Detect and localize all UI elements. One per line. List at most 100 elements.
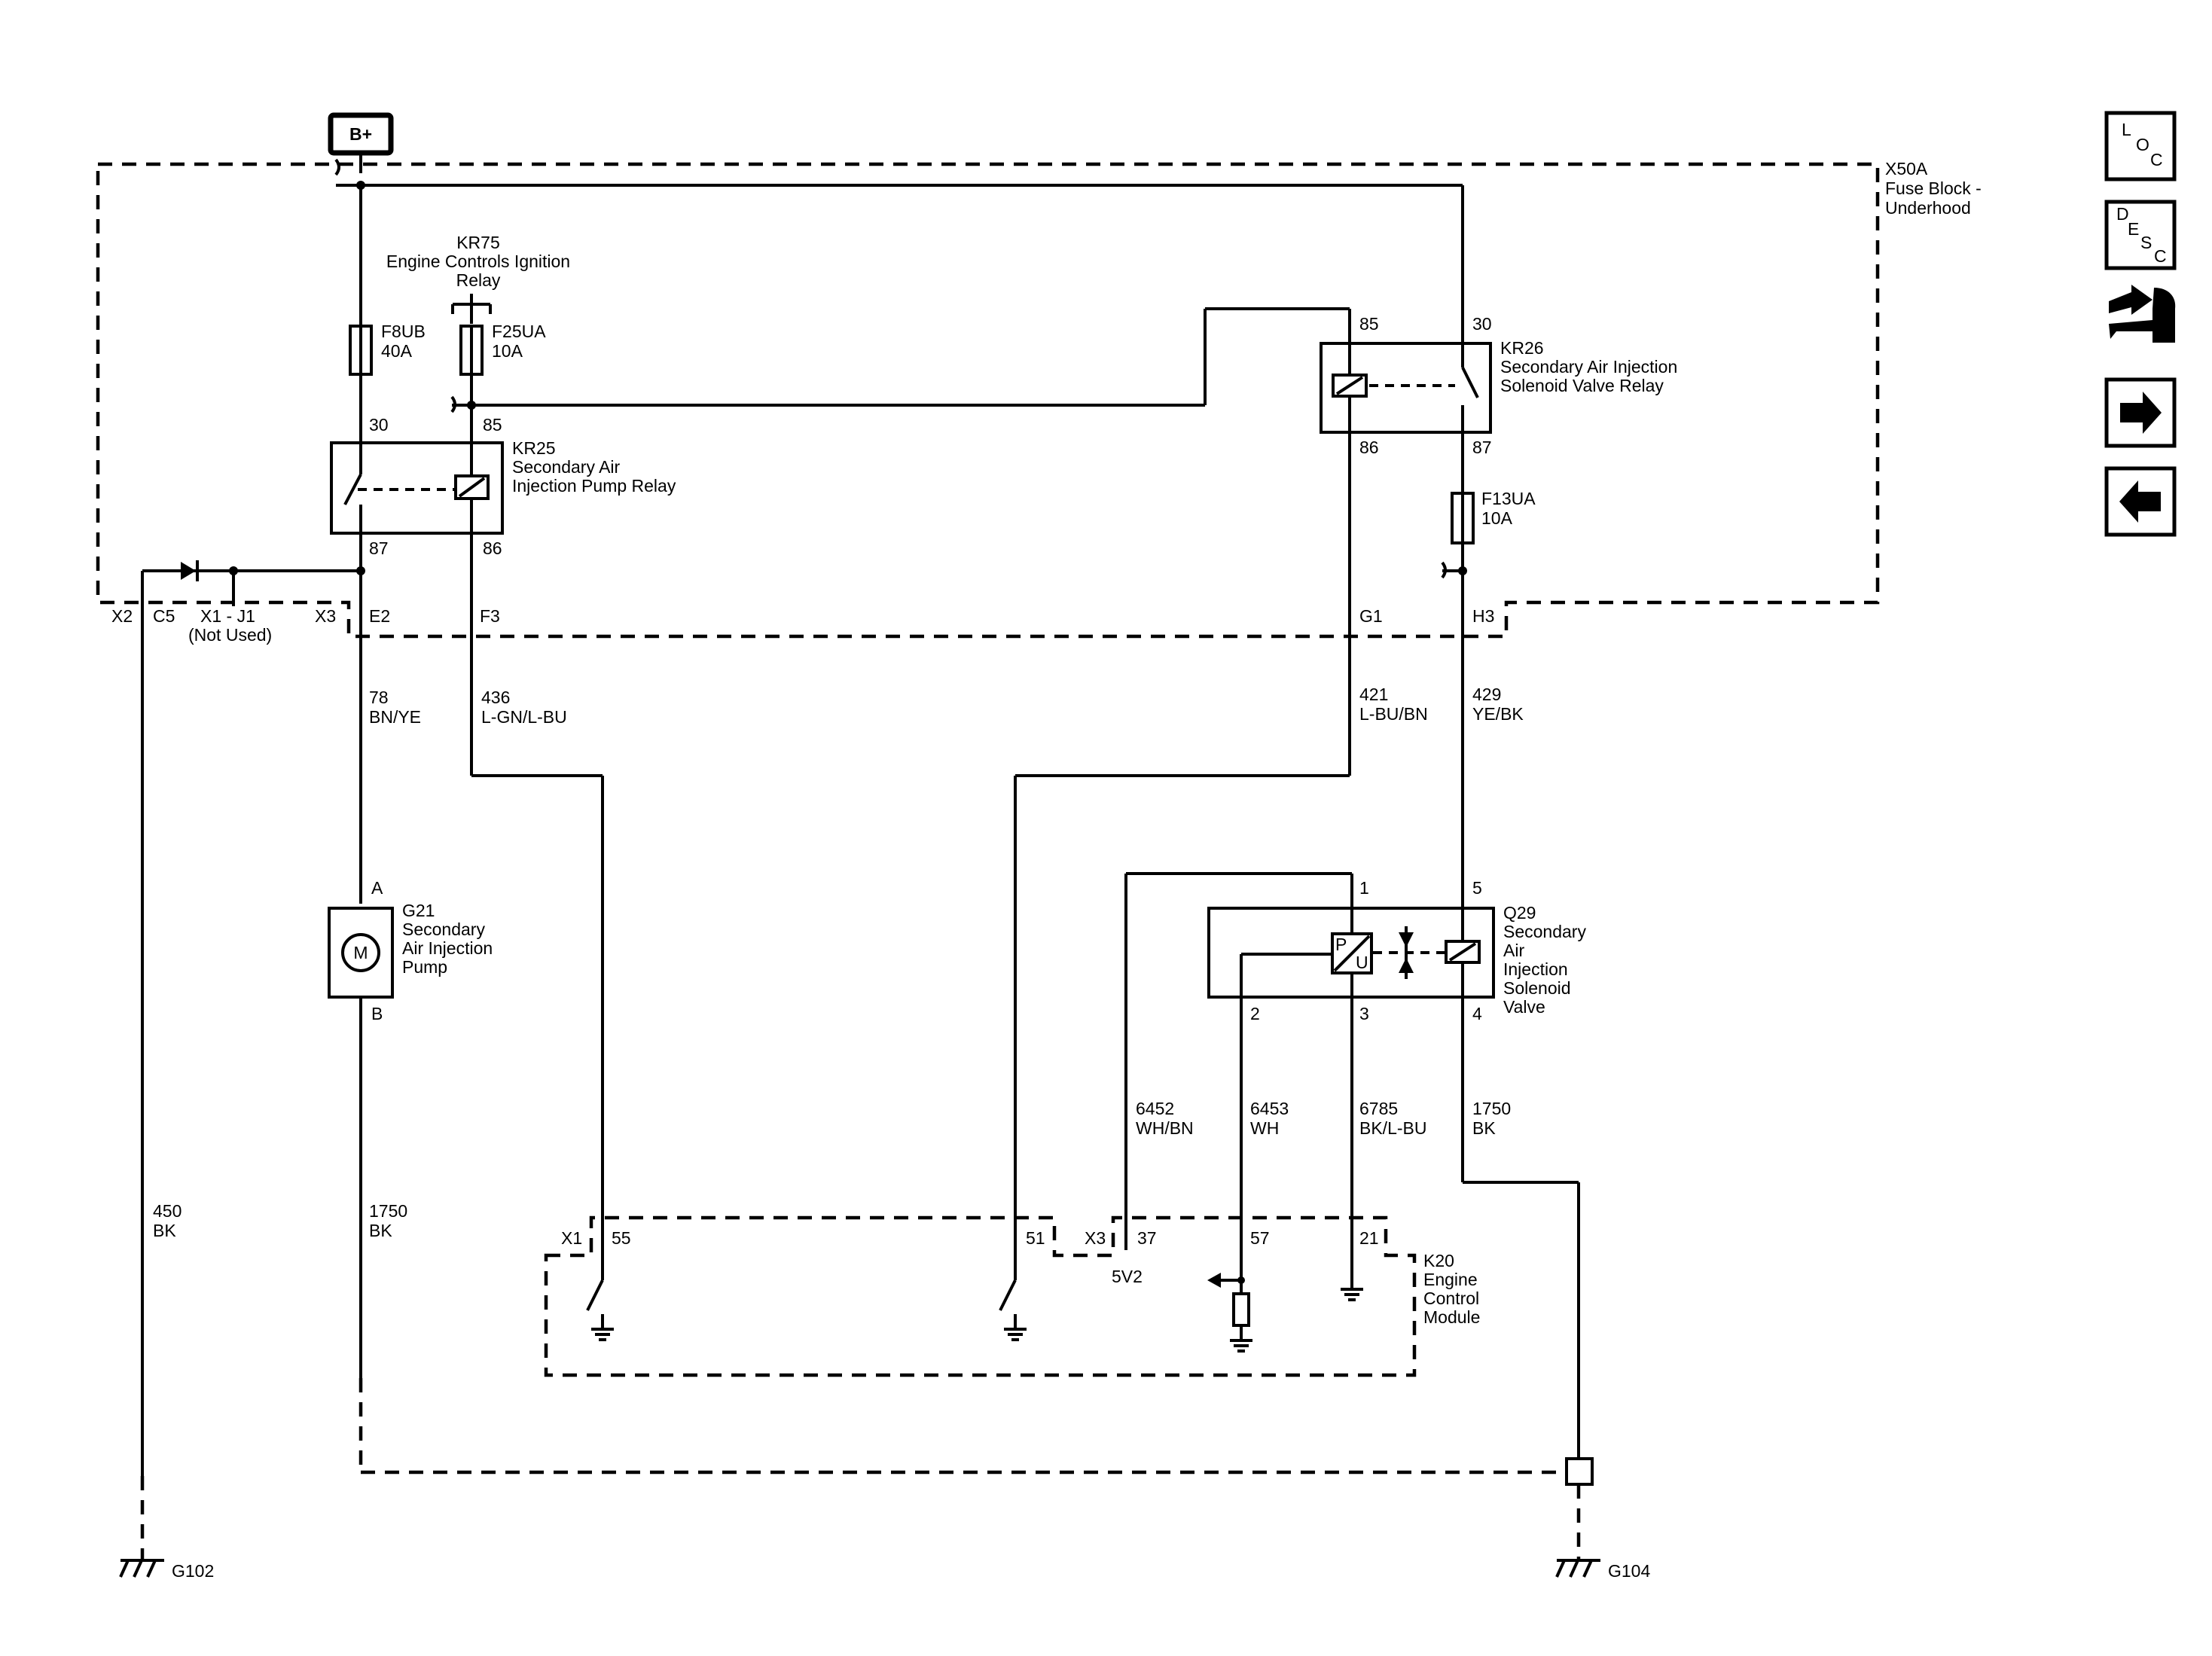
- svg-text:WH/BN: WH/BN: [1136, 1118, 1194, 1138]
- svg-text:21: 21: [1359, 1228, 1379, 1248]
- svg-text:429: 429: [1472, 685, 1501, 704]
- svg-text:C: C: [2150, 150, 2163, 169]
- svg-text:6452: 6452: [1136, 1099, 1174, 1118]
- svg-text:78: 78: [369, 688, 389, 707]
- svg-text:86: 86: [483, 538, 502, 558]
- description-button[interactable]: D E S C: [2104, 200, 2177, 270]
- ecm-internals: [586, 1235, 1363, 1353]
- svg-text:X2: X2: [111, 606, 133, 626]
- svg-text:KR25: KR25: [512, 438, 556, 458]
- svg-text:86: 86: [1359, 438, 1379, 457]
- fuse-block-name-1: Fuse Block -: [1885, 178, 1982, 198]
- wire-labels-lower: 6452 WH/BN 6453 WH 6785 BK/L-BU 1750 BK …: [153, 1099, 1511, 1240]
- svg-text:X3: X3: [1085, 1228, 1106, 1248]
- svg-text:X3: X3: [315, 606, 336, 626]
- svg-text:C5: C5: [153, 606, 175, 626]
- svg-text:6785: 6785: [1359, 1099, 1398, 1118]
- svg-text:Injection: Injection: [1503, 959, 1568, 979]
- svg-text:F13UA: F13UA: [1481, 489, 1536, 508]
- svg-text:421: 421: [1359, 685, 1388, 704]
- svg-text:Secondary: Secondary: [402, 919, 485, 939]
- diode-x2: [141, 560, 365, 1476]
- svg-text:U: U: [1356, 953, 1368, 972]
- svg-text:YE/BK: YE/BK: [1472, 704, 1524, 724]
- svg-text:85: 85: [1359, 314, 1379, 334]
- arrow-right-icon[interactable]: [2104, 377, 2177, 448]
- svg-text:Engine Controls Ignition: Engine Controls Ignition: [386, 252, 570, 271]
- svg-text:G1: G1: [1359, 606, 1383, 626]
- svg-text:(Not Used): (Not Used): [188, 625, 272, 645]
- svg-text:KR75: KR75: [456, 233, 500, 252]
- svg-text:30: 30: [369, 415, 389, 435]
- svg-text:10A: 10A: [1481, 508, 1513, 528]
- svg-text:G102: G102: [172, 1561, 214, 1581]
- svg-text:E: E: [2128, 219, 2139, 239]
- svg-text:P: P: [1335, 935, 1347, 954]
- svg-text:Module: Module: [1423, 1307, 1480, 1327]
- svg-text:Q29: Q29: [1503, 903, 1536, 923]
- svg-text:D: D: [2116, 204, 2129, 224]
- svg-text:F8UB: F8UB: [381, 322, 426, 341]
- battery-positive-source: B+: [328, 112, 394, 156]
- svg-text:450: 450: [153, 1201, 182, 1221]
- svg-text:51: 51: [1026, 1228, 1045, 1248]
- svg-text:87: 87: [1472, 438, 1492, 457]
- svg-text:1: 1: [1359, 878, 1369, 898]
- fuse-f8ub: F8UB 40A: [349, 322, 426, 376]
- svg-text:B+: B+: [349, 124, 372, 144]
- svg-text:Engine: Engine: [1423, 1270, 1478, 1289]
- svg-text:Pump: Pump: [402, 957, 447, 977]
- svg-text:Solenoid: Solenoid: [1503, 978, 1571, 998]
- svg-text:C: C: [2154, 246, 2167, 266]
- svg-text:S: S: [2140, 233, 2152, 252]
- relay-kr75-terminal: [451, 294, 492, 324]
- svg-text:G21: G21: [402, 901, 435, 920]
- svg-text:BK/L-BU: BK/L-BU: [1359, 1118, 1426, 1138]
- svg-text:E2: E2: [369, 606, 390, 626]
- svg-text:3: 3: [1359, 1004, 1369, 1023]
- svg-text:30: 30: [1472, 314, 1492, 334]
- fuse-block-name-2: Underhood: [1885, 198, 1971, 218]
- connector-wiring-icon[interactable]: [2109, 285, 2176, 343]
- svg-text:Solenoid Valve Relay: Solenoid Valve Relay: [1500, 376, 1664, 395]
- fuse-block-enclosure: X50A Fuse Block - Underhood: [96, 159, 1982, 639]
- arrow-left-icon[interactable]: [2104, 466, 2177, 537]
- svg-text:KR26: KR26: [1500, 338, 1544, 358]
- svg-text:5V2: 5V2: [1112, 1267, 1143, 1286]
- svg-text:WH: WH: [1250, 1118, 1279, 1138]
- svg-text:X1: X1: [561, 1228, 582, 1248]
- fuse-block-ref: X50A: [1885, 159, 1928, 178]
- engine-control-module: X1 55 51 X3 37 57 21 5V2 K20 Engine Cont…: [544, 1215, 1480, 1377]
- air-injection-pump: A M G21 Secondary Air Injection Pump B: [328, 878, 493, 1023]
- svg-text:BK: BK: [1472, 1118, 1496, 1138]
- ground-g102: G102: [119, 1559, 214, 1581]
- svg-text:F3: F3: [480, 606, 500, 626]
- svg-text:X1 - J1: X1 - J1: [200, 606, 255, 626]
- svg-text:G104: G104: [1608, 1561, 1650, 1581]
- svg-text:Secondary Air Injection: Secondary Air Injection: [1500, 357, 1677, 377]
- svg-text:Secondary: Secondary: [1503, 922, 1586, 941]
- svg-text:L: L: [2122, 120, 2131, 139]
- svg-text:436: 436: [481, 688, 510, 707]
- relay-kr75-label: KR75 Engine Controls Ignition Relay: [386, 233, 570, 290]
- svg-text:Secondary Air: Secondary Air: [512, 457, 621, 477]
- svg-text:Air Injection: Air Injection: [402, 938, 493, 958]
- svg-text:4: 4: [1472, 1004, 1482, 1023]
- svg-text:5: 5: [1472, 878, 1482, 898]
- svg-text:H3: H3: [1472, 606, 1494, 626]
- svg-text:Injection Pump Relay: Injection Pump Relay: [512, 476, 676, 496]
- svg-text:87: 87: [369, 538, 389, 558]
- svg-text:57: 57: [1250, 1228, 1270, 1248]
- fuse-block-connectors: X2 C5 X1 - J1 (Not Used) X3 E2 F3 G1 H3: [111, 606, 1494, 645]
- svg-text:B: B: [371, 1004, 383, 1023]
- svg-text:1750: 1750: [369, 1201, 407, 1221]
- svg-text:L-BU/BN: L-BU/BN: [1359, 704, 1428, 724]
- location-button[interactable]: L O C: [2104, 111, 2177, 181]
- svg-text:F25UA: F25UA: [492, 322, 546, 341]
- wire-labels-upper: 78 BN/YE 436 L-GN/L-BU 421 L-BU/BN 429 Y…: [369, 685, 1524, 727]
- svg-text:Relay: Relay: [456, 270, 501, 290]
- ground-paths: [140, 1378, 1594, 1559]
- svg-text:55: 55: [612, 1228, 631, 1248]
- top-bus: [334, 153, 1464, 343]
